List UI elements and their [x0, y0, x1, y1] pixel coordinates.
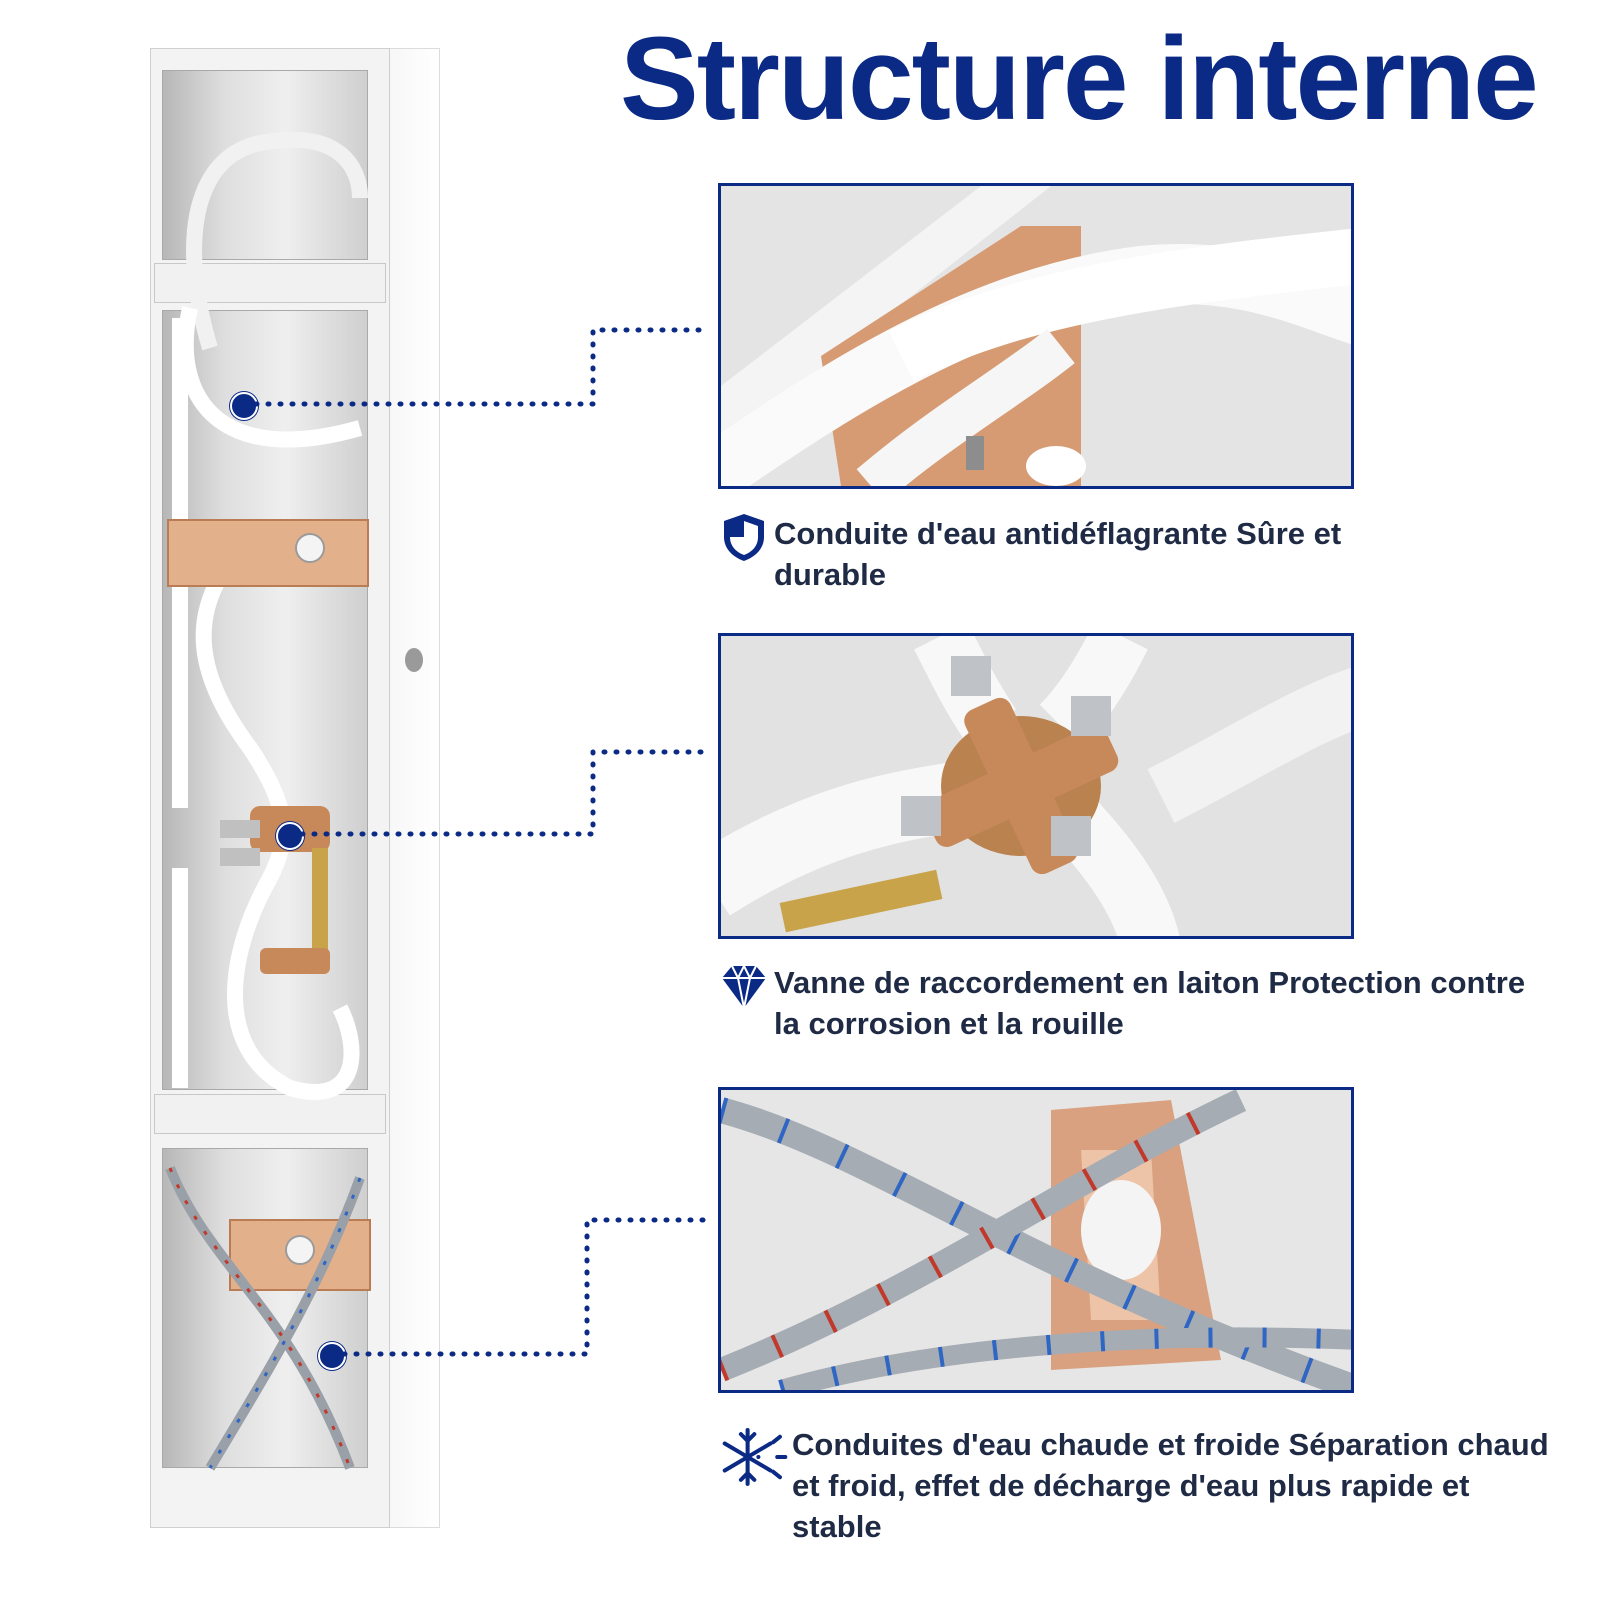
feature-text: Vanne de raccordement en laiton Protecti…	[774, 965, 1526, 1041]
photo-brass-valve	[718, 633, 1354, 939]
diamond-icon	[722, 963, 766, 1009]
photo-braided-hoses	[718, 1087, 1354, 1393]
feature-text: Conduite d'eau antidéflagrante Sûre et d…	[774, 516, 1342, 592]
feature-caption-3: Conduites d'eau chaude et froide Séparat…	[718, 1424, 1552, 1547]
cabinet-hoses	[165, 131, 371, 1471]
hotspot-braided-hose[interactable]	[318, 1342, 346, 1370]
hotspot-hose[interactable]	[230, 392, 258, 420]
hotspot-valve[interactable]	[276, 822, 304, 850]
feature-caption-2: Vanne de raccordement en laiton Protecti…	[718, 962, 1534, 1044]
shower-cabinet-illustration	[150, 48, 440, 1528]
cabinet-bay-top	[162, 70, 368, 260]
feature-caption-1: Conduite d'eau antidéflagrante Sûre et d…	[718, 513, 1424, 595]
photo-white-hoses	[718, 183, 1354, 489]
snowflake-sun-icon	[722, 1428, 788, 1486]
page-title: Structure interne	[620, 13, 1539, 145]
cabinet-shelf	[154, 1094, 386, 1134]
shield-icon	[724, 514, 764, 561]
feature-text: Conduites d'eau chaude et froide Séparat…	[792, 1427, 1549, 1544]
cabinet-side-hole	[405, 648, 423, 672]
